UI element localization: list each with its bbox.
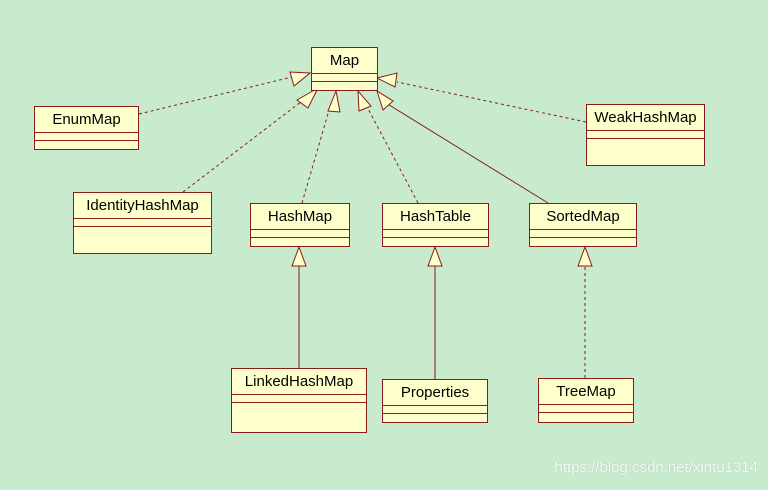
class-name: Map: [312, 48, 377, 74]
attributes-section: [383, 230, 488, 238]
class-name: IdentityHashMap: [74, 193, 211, 219]
arrowhead-sortedmap: [376, 89, 394, 111]
arrowhead-hashtable-child: [427, 245, 443, 267]
arrowhead-identityhashmap: [296, 86, 320, 109]
class-properties[interactable]: Properties: [382, 379, 488, 423]
arrowhead-hashmap-child: [291, 245, 307, 267]
edge-enummap-map: [138, 76, 293, 115]
class-enummap[interactable]: EnumMap: [34, 106, 139, 150]
edge-identityhashmap-map: [182, 97, 307, 193]
attributes-section: [232, 395, 366, 403]
watermark: https://blog.csdn.net/xintu1314: [554, 459, 758, 476]
class-name: SortedMap: [530, 204, 636, 230]
class-sortedmap[interactable]: SortedMap: [529, 203, 637, 247]
class-map[interactable]: Map: [311, 47, 378, 91]
arrowhead-enummap: [289, 71, 312, 87]
attributes-section: [587, 131, 704, 139]
class-name: HashMap: [251, 204, 349, 230]
attributes-section: [312, 74, 377, 82]
class-treemap[interactable]: TreeMap: [538, 378, 634, 423]
arrowhead-hashmap: [327, 89, 341, 113]
edge-hashtable-map: [364, 102, 419, 204]
attributes-section: [383, 406, 487, 414]
class-weakhashmap[interactable]: WeakHashMap: [586, 104, 705, 166]
attributes-section: [251, 230, 349, 238]
arrowhead-sortedmap-child: [577, 245, 593, 267]
class-name: TreeMap: [539, 379, 633, 405]
class-name: HashTable: [383, 204, 488, 230]
attributes-section: [74, 219, 211, 227]
attributes-section: [530, 230, 636, 238]
edge-hashmap-map: [301, 99, 333, 204]
class-linkedhashmap[interactable]: LinkedHashMap: [231, 368, 367, 433]
arrowhead-hashtable: [357, 89, 372, 112]
edge-weakhashmap-map: [396, 81, 587, 123]
class-name: WeakHashMap: [587, 105, 704, 131]
class-name: Properties: [383, 380, 487, 406]
class-identityhashmap[interactable]: IdentityHashMap: [73, 192, 212, 254]
class-name: EnumMap: [35, 107, 138, 133]
edge-sortedmap-map: [385, 102, 549, 204]
class-name: LinkedHashMap: [232, 369, 366, 395]
class-hashtable[interactable]: HashTable: [382, 203, 489, 247]
attributes-section: [35, 133, 138, 141]
attributes-section: [539, 405, 633, 413]
class-hashmap[interactable]: HashMap: [250, 203, 350, 247]
arrowhead-weakhashmap: [375, 72, 398, 88]
